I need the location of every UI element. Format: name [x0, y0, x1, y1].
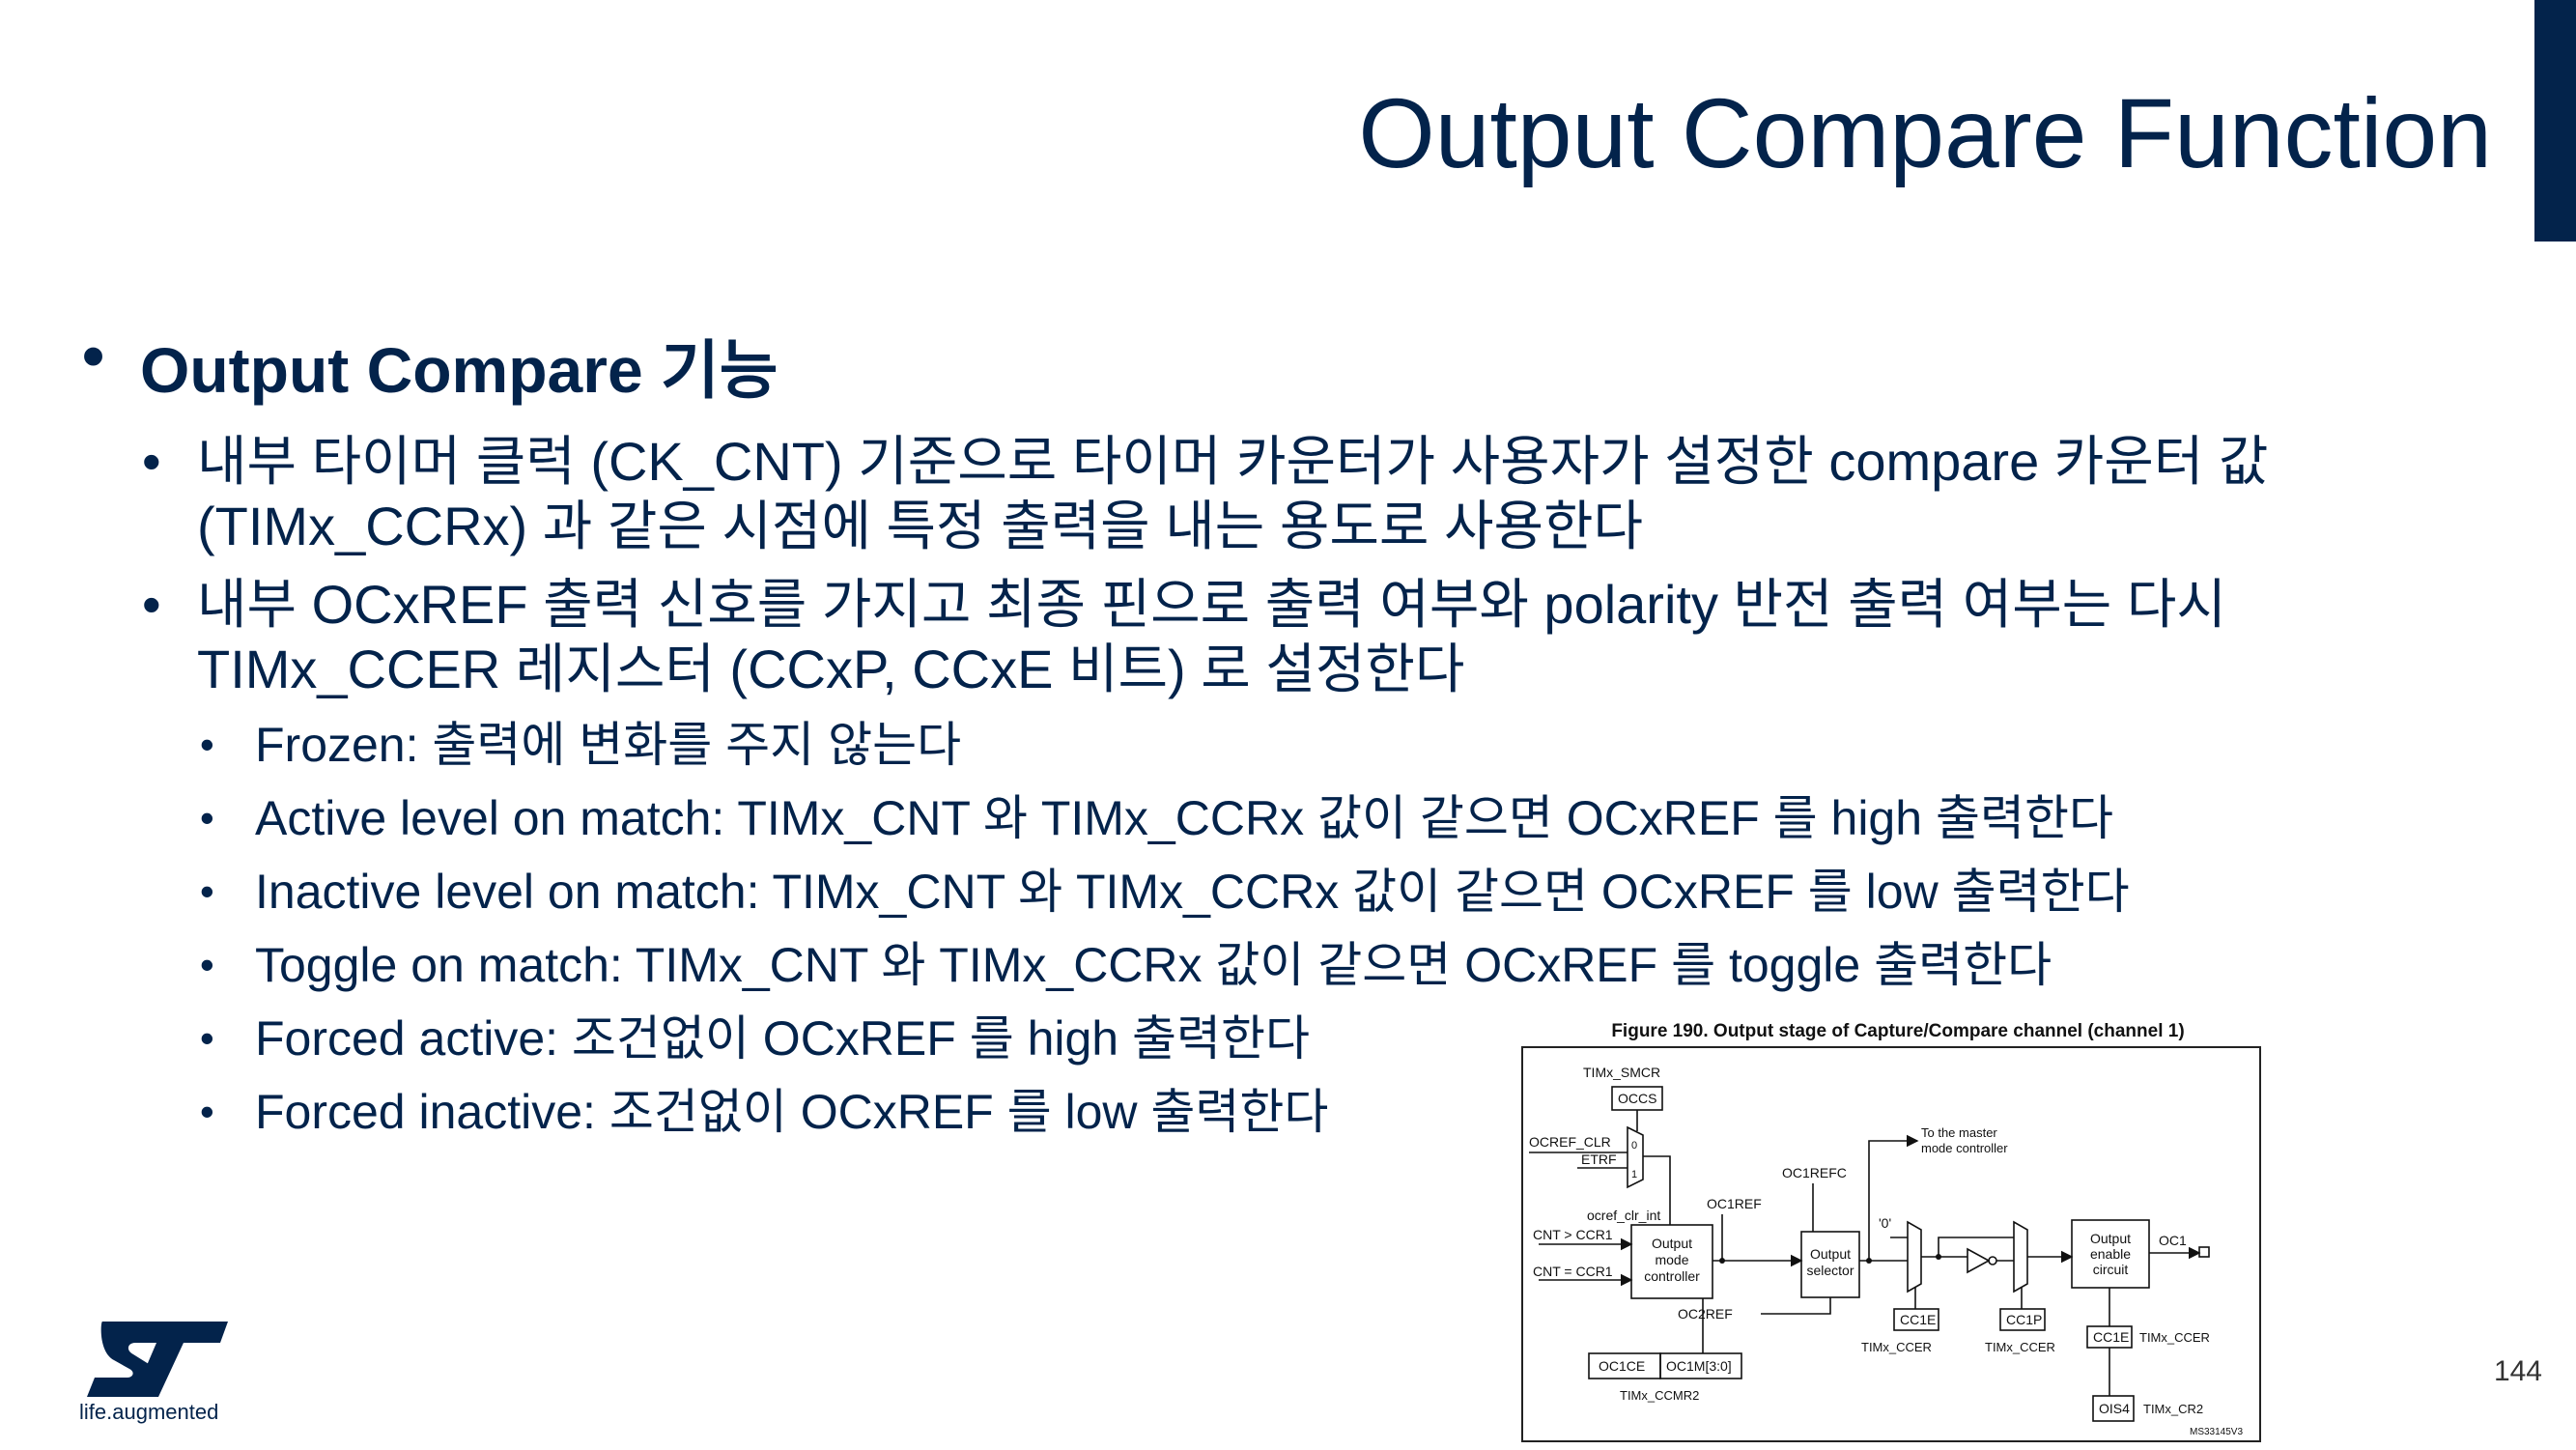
label-ms-id: MS33145V3 [2190, 1427, 2243, 1437]
page-number: 144 [2493, 1355, 2542, 1387]
bullet-dot-icon: • [200, 942, 214, 987]
sub-bullet: • 내부 OCxREF 출력 신호를 가지고 최종 핀으로 출력 여부와 pol… [142, 572, 2477, 701]
label-etrf: ETRF [1581, 1151, 1617, 1167]
heading-text: Output Compare 기능 [140, 334, 778, 406]
label-oec-3: circuit [2093, 1262, 2129, 1277]
mode-item: • Active level on match: TIMx_CNT 와 TIMx… [200, 788, 2497, 848]
label-timx-ccmr2: TIMx_CCMR2 [1620, 1388, 1699, 1403]
bullet-dot-icon: • [142, 431, 161, 492]
label-oc1ref: OC1REF [1707, 1196, 1762, 1211]
bullet-dot-icon: • [200, 1089, 214, 1134]
mux-cc1p [2013, 1220, 2028, 1294]
label-ocref-clr-int: ocref_clr_int [1587, 1208, 1660, 1223]
mode-text: Active level on match: TIMx_CNT 와 TIMx_C… [255, 791, 2113, 845]
label-timx-ccer-2: TIMx_CCER [1985, 1340, 2055, 1354]
mode-text: Forced inactive: 조건없이 OCxREF 를 low 출력한다 [255, 1085, 1329, 1139]
label-ois: OIS4 [2099, 1401, 2130, 1416]
figure-caption: Figure 190. Output stage of Capture/Comp… [1611, 1021, 2185, 1041]
label-timx-ccer-3: TIMx_CCER [2139, 1330, 2210, 1345]
label-oc2ref: OC2REF [1678, 1306, 1733, 1322]
label-occs: OCCS [1618, 1091, 1656, 1106]
label-os-1: Output [1810, 1246, 1851, 1262]
bullet-list: • Output Compare 기능 • 내부 타이머 클럭 (CK_CNT)… [82, 319, 2497, 1155]
bullet-dot-icon: • [200, 1015, 214, 1061]
label-cc1e: CC1E [1900, 1312, 1936, 1327]
label-omc-1: Output [1652, 1236, 1692, 1251]
figure-frame: TIMx_SMCR OCCS OCREF_CLR ETRF 0 1 ocref_… [1521, 1046, 2261, 1442]
label-to-master-1: To the master [1921, 1125, 1997, 1140]
label-oc1: OC1 [2159, 1233, 2187, 1248]
label-oc1m: OC1M[3:0] [1666, 1358, 1732, 1374]
sub-bullet-text: 내부 OCxREF 출력 신호를 가지고 최종 핀으로 출력 여부와 polar… [197, 574, 2226, 699]
mode-item: • Forced inactive: 조건없이 OCxREF 를 low 출력한… [200, 1082, 2497, 1142]
label-cnt-gt: CNT > CCR1 [1533, 1227, 1613, 1242]
label-timx-cr2: TIMx_CR2 [2143, 1402, 2203, 1416]
oc1-pin [2198, 1246, 2210, 1258]
label-cnt-eq: CNT = CCR1 [1533, 1264, 1613, 1279]
label-zero: '0' [1879, 1215, 1891, 1231]
label-mux-0: 0 [1631, 1140, 1637, 1151]
mode-text: Toggle on match: TIMx_CNT 와 TIMx_CCRx 값이… [255, 938, 2052, 992]
label-timx-ccer-1: TIMx_CCER [1861, 1340, 1932, 1354]
label-mux-1: 1 [1631, 1169, 1637, 1180]
output-stage-figure: Figure 190. Output stage of Capture/Comp… [1521, 1021, 2267, 1442]
accent-bar [2534, 0, 2576, 242]
mode-text: Frozen: 출력에 변화를 주지 않는다 [255, 718, 962, 772]
oc1m-box [1659, 1352, 1742, 1379]
bullet-dot-icon: • [142, 574, 161, 635]
bullet-dot-icon: • [82, 320, 105, 391]
label-oc1refc: OC1REFC [1782, 1165, 1847, 1180]
cc1e-box [1893, 1308, 1939, 1331]
label-timx-smcr: TIMx_SMCR [1583, 1065, 1660, 1080]
st-logo-icon [87, 1322, 228, 1397]
block-diagram: TIMx_SMCR OCCS OCREF_CLR ETRF 0 1 ocref_… [1529, 1065, 2243, 1437]
bullet-dot-icon: • [200, 795, 214, 840]
mode-item: • Toggle on match: TIMx_CNT 와 TIMx_CCRx … [200, 935, 2497, 995]
mode-text: Forced active: 조건없이 OCxREF 를 high 출력한다 [255, 1011, 1311, 1066]
cc1p-box [1999, 1308, 2046, 1331]
mux-cc1e [1907, 1220, 1922, 1294]
mode-item: • Forced active: 조건없이 OCxREF 를 high 출력한다 [200, 1009, 2497, 1068]
label-omc-2: mode [1655, 1252, 1688, 1267]
label-oec-1: Output [2090, 1231, 2131, 1246]
heading-bullet: • Output Compare 기능 [82, 319, 2497, 412]
mode-item: • Frozen: 출력에 변화를 주지 않는다 [200, 715, 2497, 775]
label-ocref-clr: OCREF_CLR [1529, 1134, 1611, 1150]
label-oec-2: enable [2090, 1246, 2131, 1262]
mode-item: • Inactive level on match: TIMx_CNT 와 TI… [200, 862, 2497, 922]
label-oc1ce: OC1CE [1599, 1358, 1645, 1374]
logo-tagline: life.augmented [79, 1400, 219, 1424]
label-cc1e-b: CC1E [2093, 1329, 2129, 1345]
slide-title: Output Compare Function [1358, 78, 2492, 188]
bullet-dot-icon: • [200, 868, 214, 914]
label-os-2: selector [1806, 1263, 1854, 1278]
sub-bullet-text: 내부 타이머 클럭 (CK_CNT) 기준으로 타이머 카운터가 사용자가 설정… [197, 431, 2269, 556]
bullet-dot-icon: • [200, 722, 214, 767]
label-omc-3: controller [1644, 1268, 1700, 1284]
output-mode-controller-box [1630, 1224, 1713, 1299]
mode-text: Inactive level on match: TIMx_CNT 와 TIMx… [255, 865, 2130, 919]
ois-box [2092, 1395, 2135, 1422]
label-to-master-2: mode controller [1921, 1141, 2008, 1155]
inverter [1967, 1247, 1991, 1274]
sub-bullet: • 내부 타이머 클럭 (CK_CNT) 기준으로 타이머 카운터가 사용자가 … [142, 429, 2477, 558]
label-cc1p: CC1P [2006, 1312, 2042, 1327]
